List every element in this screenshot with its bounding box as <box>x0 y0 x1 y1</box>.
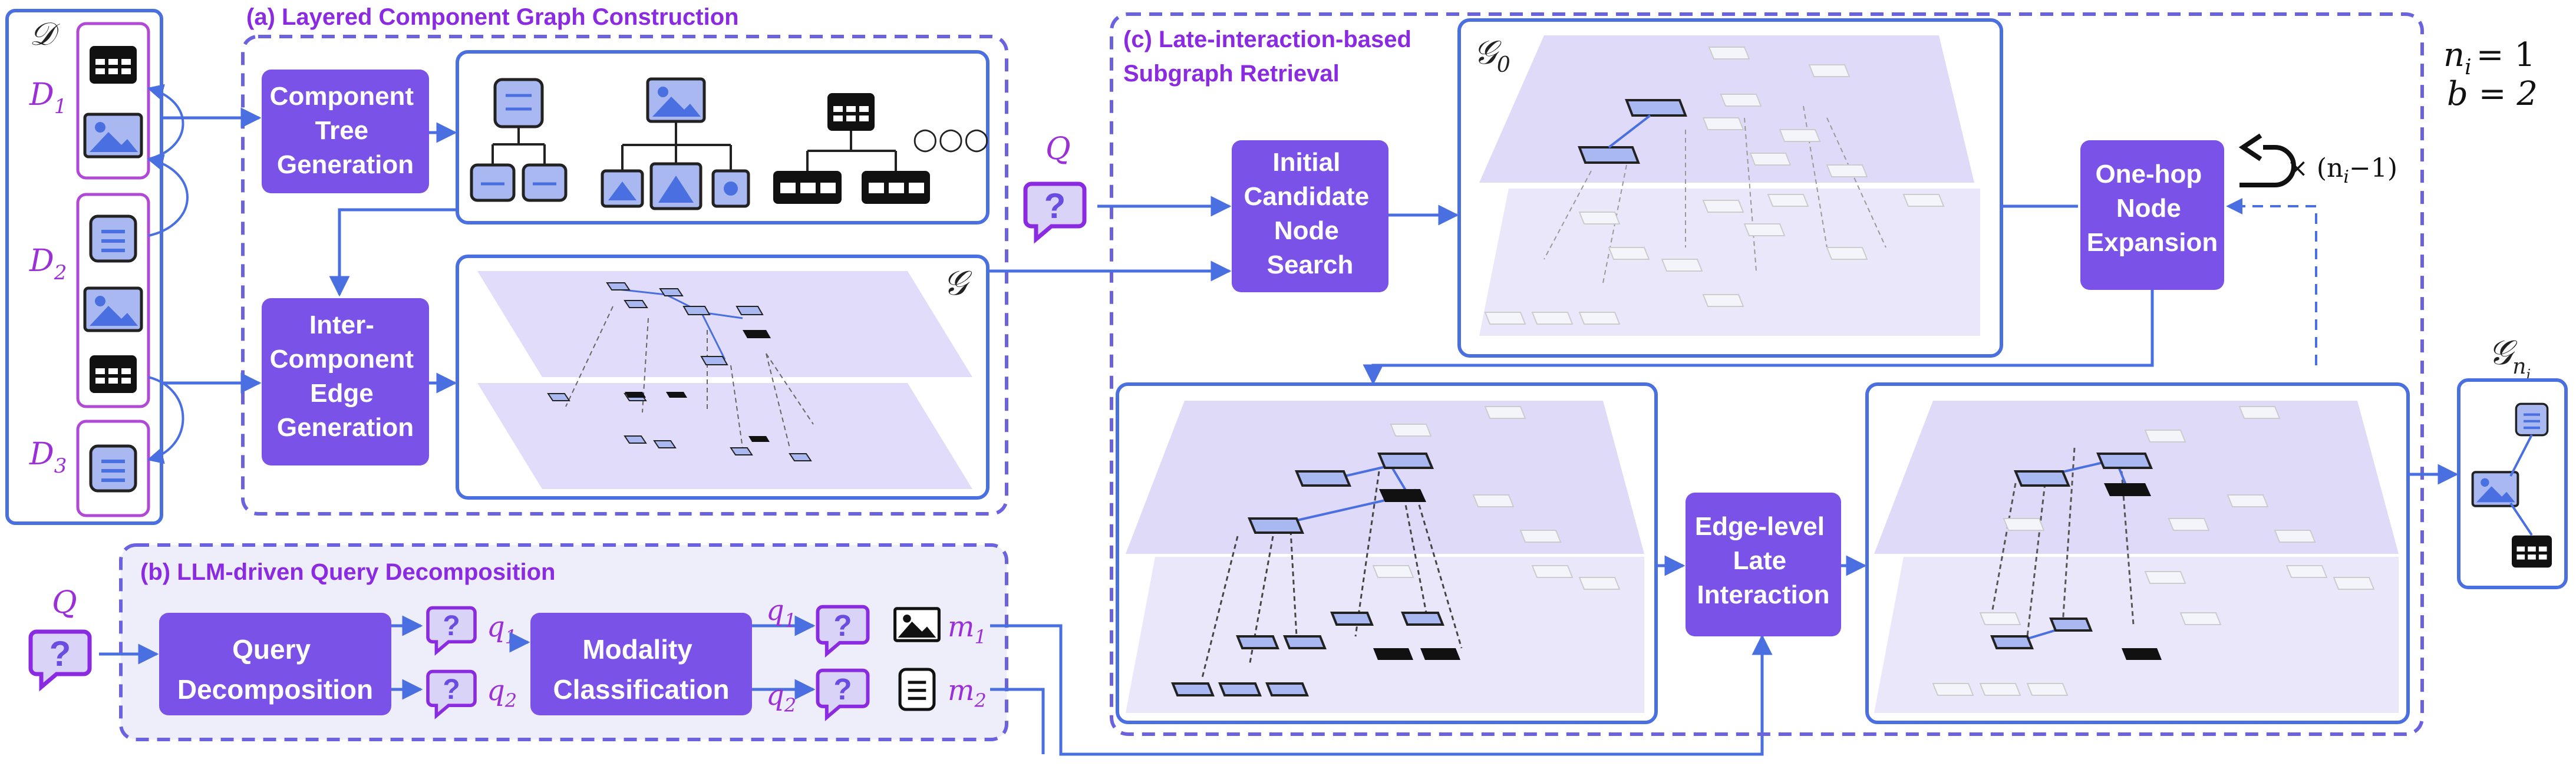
svg-text:Inter- Component E: Inter- Component Edge Generation <box>270 311 421 442</box>
document-1-label: D1 <box>29 77 67 118</box>
repeat-loop-icon <box>2238 133 2296 187</box>
table-tree <box>773 93 930 204</box>
section-c-title: (c) Late-interaction-based Subgraph Retr… <box>1123 27 1418 87</box>
corpus-panel: 𝒟 D1 D2 D3 <box>5 9 189 525</box>
sub-query-2-label: q2 <box>487 674 517 712</box>
expanded-subgraph-layers <box>1126 401 1644 713</box>
section-b: (b) LLM-driven Query Decomposition Q Que… <box>31 543 1008 741</box>
output-label: 𝒢ni <box>2488 332 2531 383</box>
repeat-count-label: × (ni−1) <box>2287 153 2397 187</box>
one-hop-node-expansion-box <box>2080 140 2224 290</box>
text-tree <box>470 78 568 202</box>
section-b-title: (b) LLM-driven Query Decomposition <box>140 559 555 585</box>
query-label-c: Q <box>1045 131 1071 167</box>
sub-query-2-out-label: q2 <box>766 679 796 717</box>
doc-link-3 <box>147 376 184 464</box>
section-c: (c) Late-interaction-based Subgraph Retr… <box>988 12 2424 736</box>
output-subgraph: 𝒢ni <box>2457 332 2568 589</box>
svg-text:One-hop Node Expan: One-hop Node Expansion <box>2087 160 2218 257</box>
document-3-label: D3 <box>29 437 67 478</box>
modality-2-label: m2 <box>948 674 987 712</box>
query-bubble-b <box>31 632 90 687</box>
svg-text:Edge-level Late In: Edge-level Late Interaction <box>1695 512 1832 609</box>
corpus-title: 𝒟 <box>29 15 60 52</box>
svg-text:Initial Candidate: Initial Candidate Node Search <box>1244 148 1377 279</box>
document-2-label: D2 <box>29 243 67 285</box>
image-modality-icon <box>893 607 941 642</box>
doc-link-1 <box>147 84 184 160</box>
svg-text:Component Tree Gen: Component Tree Generation <box>270 82 421 179</box>
query-decomposition-box <box>159 613 391 715</box>
text-modality-icon <box>898 668 936 711</box>
param-ni: ni= 1 <box>2443 36 2535 80</box>
g0-layers <box>1479 35 1980 336</box>
section-a-title: (a) Layered Component Graph Construction <box>246 4 739 30</box>
sub-query-1-out-label: q1 <box>766 594 796 632</box>
initial-candidate-node-search-box <box>1232 140 1388 292</box>
svg-text:Modality Classification: Modality Classification <box>553 634 729 705</box>
ellipsis: ○○○ <box>912 121 989 156</box>
image-tree <box>601 79 750 210</box>
query-label-b: Q <box>52 585 77 620</box>
modality-1-label: m1 <box>948 610 987 648</box>
edge-level-late-interaction-box <box>1686 493 1841 636</box>
doc-link-2 <box>147 154 189 237</box>
svg-text:Query Decomposition: Query Decomposition <box>177 634 373 705</box>
section-a: (a) Layered Component Graph Construction… <box>161 4 1008 516</box>
parameters: ni= 1 b = 2 <box>2443 36 2538 113</box>
inter-component-edge-generation-box <box>262 298 429 465</box>
component-tree-generation-box <box>262 70 429 193</box>
modality-classification-box <box>530 613 752 715</box>
result-subgraph-layers <box>1874 401 2399 713</box>
sub-query-1-label: q1 <box>487 610 517 648</box>
graph-layers <box>477 271 972 489</box>
modality-to-late-interaction-path <box>990 624 1773 756</box>
query-bubble-c <box>1025 184 1084 239</box>
param-b: b = 2 <box>2447 75 2538 113</box>
